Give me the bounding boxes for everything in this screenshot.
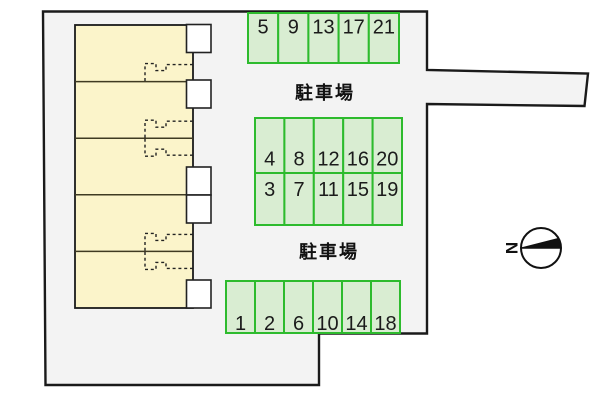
parking-space-number: 16 (347, 149, 369, 171)
north-arrow-wedge (520, 237, 562, 249)
entrance-porch (185, 194, 212, 224)
parking-space-number: 1 (235, 313, 246, 335)
parking-space-number: 14 (345, 313, 367, 335)
parking-space-number: 6 (293, 313, 304, 335)
parking-space-number: 8 (294, 149, 305, 171)
parking-space (307, 12, 340, 64)
parking-space-number: 4 (264, 149, 275, 171)
entrance-steps-dashed (144, 232, 193, 252)
parking-space (225, 280, 256, 334)
parking-space-number: 20 (376, 149, 398, 171)
parking-space-number: 2 (264, 313, 275, 335)
parking-space (312, 172, 345, 226)
parking-area-label-top: 駐車場 (295, 82, 355, 103)
parking-space-number: 3 (264, 179, 275, 201)
building-unit-dividers (75, 80, 193, 253)
parking-space-number: 9 (288, 17, 299, 39)
entrance-porch (185, 166, 212, 196)
parking-space-number: 17 (343, 17, 365, 39)
parking-space (283, 117, 315, 174)
parking-space (367, 12, 400, 64)
building (74, 23, 212, 309)
entrance-porches (185, 23, 212, 309)
parking-space-number: 18 (374, 313, 396, 335)
parking-space-number: 12 (317, 149, 339, 171)
parking-space (337, 12, 370, 64)
entrance-porch (185, 279, 212, 309)
parking-space-number: 13 (312, 17, 334, 39)
parking-space (254, 117, 286, 174)
entrance-porch (185, 79, 212, 109)
compass-north-letter: N (502, 242, 521, 254)
parking-space (283, 172, 315, 226)
parking-space (370, 280, 401, 334)
parking-space-number: 10 (316, 313, 338, 335)
parking-space (283, 280, 314, 334)
parking-space-number: 19 (376, 179, 398, 201)
parking-space-number: 21 (373, 17, 395, 39)
parking-space-number: 5 (258, 17, 269, 39)
parking-space (247, 12, 280, 64)
parking-space (312, 280, 343, 334)
entrance-porch (185, 23, 212, 54)
parking-space (341, 280, 372, 334)
parking-space (371, 172, 404, 226)
entrance-steps-dashed (144, 119, 193, 139)
parking-area-label-bottom: 駐車場 (299, 241, 359, 262)
entrance-steps-dashed (144, 138, 193, 157)
parking-space (254, 172, 286, 226)
entrance-steps-dashed (144, 62, 193, 82)
building-outline (74, 24, 194, 309)
parking-space-number: 11 (318, 179, 339, 201)
entrance-steps-dashed (144, 251, 193, 271)
entrance-steps-group (144, 62, 193, 271)
north-compass: N (502, 227, 562, 269)
parking-space-number: 7 (294, 179, 305, 201)
parking-space-number: 15 (347, 179, 369, 201)
